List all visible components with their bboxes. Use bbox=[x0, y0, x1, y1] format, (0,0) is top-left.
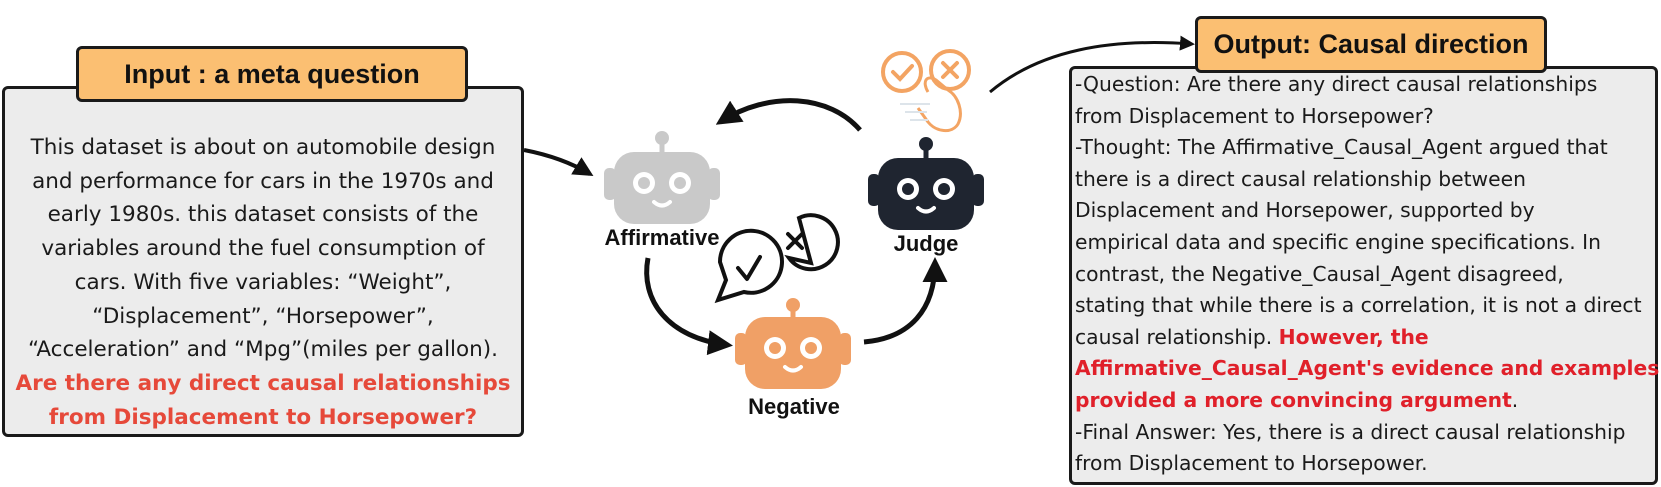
judge-robot-icon bbox=[868, 137, 984, 230]
arrow-input-to-affirmative bbox=[523, 148, 594, 177]
output-highlight: Affirmative_Causal_Agent's evidence and … bbox=[1075, 356, 1660, 381]
cross-bubble-icon bbox=[784, 213, 840, 272]
output-answer-line: -Final Answer: Yes, there is a direct ca… bbox=[1075, 419, 1626, 444]
input-panel: This dataset is about on automobile desi… bbox=[2, 86, 524, 437]
output-thought-line: Displacement and Horsepower, supported b… bbox=[1075, 198, 1535, 223]
input-line: This dataset is about on automobile desi… bbox=[30, 135, 496, 160]
output-highlight-end: . bbox=[1511, 387, 1519, 412]
input-line: cars. With five variables: “Weight”, bbox=[74, 269, 452, 295]
input-line: and performance for cars in the 1970s an… bbox=[32, 168, 494, 194]
input-line: “Displacement”, “Horsepower”, bbox=[92, 303, 434, 329]
input-line: “Acceleration” and “Mpg”(miles per gallo… bbox=[27, 337, 499, 363]
input-title: Input : a meta question bbox=[76, 46, 468, 102]
output-thought-line: -Thought: The Affirmative_Causal_Agent a… bbox=[1075, 135, 1608, 160]
check-bubble-icon bbox=[714, 228, 784, 304]
output-title: Output: Causal direction bbox=[1195, 16, 1547, 73]
output-highlight: However, the bbox=[1278, 324, 1429, 349]
output-thought-line: causal relationship. However, the bbox=[1075, 322, 1653, 354]
approve-reject-icon bbox=[881, 49, 971, 132]
input-line: variables around the fuel consumption of bbox=[41, 236, 485, 262]
arrow-affirmative-to-negative bbox=[644, 257, 733, 356]
output-text: -Question: Are there any direct causal r… bbox=[1075, 69, 1660, 480]
output-thought-line: there is a direct causal relationship be… bbox=[1075, 166, 1526, 191]
input-question-line: Are there any direct causal relationship… bbox=[15, 370, 511, 396]
arrow-judge-to-affirmative bbox=[715, 98, 862, 132]
input-question-line: from Displacement to Horsepower? bbox=[48, 404, 478, 430]
output-thought-line: empirical data and specific engine speci… bbox=[1075, 229, 1602, 254]
output-thought-line: contrast, the Negative_Causal_Agent disa… bbox=[1075, 261, 1564, 286]
arrow-negative-to-judge bbox=[863, 257, 948, 345]
arrow-judge-to-output bbox=[989, 35, 1195, 94]
input-text: This dataset is about on automobile desi… bbox=[15, 131, 511, 434]
affirmative-robot-icon bbox=[604, 131, 720, 224]
negative-robot-icon bbox=[735, 298, 851, 389]
output-panel: -Question: Are there any direct causal r… bbox=[1069, 66, 1660, 485]
output-thought-line: stating that while there is a correlatio… bbox=[1075, 293, 1642, 318]
output-answer-line: from Displacement to Horsepower. bbox=[1075, 451, 1428, 476]
output-highlight: provided a more convincing argument bbox=[1075, 387, 1512, 412]
output-question-line: from Displacement to Horsepower? bbox=[1075, 103, 1434, 128]
output-thought-tail: causal relationship. bbox=[1075, 324, 1279, 349]
output-highlight-line: provided a more convincing argument. bbox=[1075, 385, 1653, 417]
input-line: early 1980s. this dataset consists of th… bbox=[47, 202, 479, 228]
affirmative-label: Affirmative bbox=[604, 225, 720, 250]
judge-label: Judge bbox=[893, 231, 959, 256]
output-question-line: -Question: Are there any direct causal r… bbox=[1075, 72, 1598, 96]
negative-label: Negative bbox=[748, 394, 840, 419]
